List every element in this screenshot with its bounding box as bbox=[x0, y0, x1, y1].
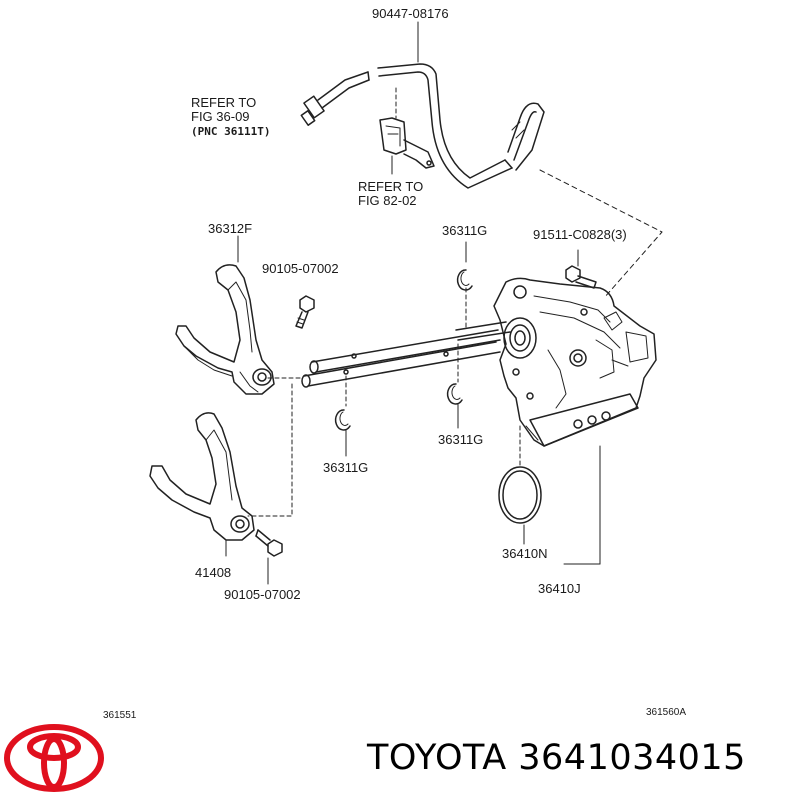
label-refer-fig36-line1: REFER TO bbox=[191, 95, 257, 110]
label-snap-ring-left: 36311G bbox=[323, 460, 369, 475]
label-refer-fig82-line2: FIG 82-02 bbox=[358, 193, 417, 208]
label-hose-part: 90447-08176 bbox=[372, 6, 449, 21]
snap-ring-right bbox=[446, 343, 463, 429]
shift-shafts bbox=[247, 321, 511, 517]
label-snap-ring-right: 36311G bbox=[438, 432, 484, 447]
snap-ring-top bbox=[456, 241, 473, 331]
actuator-assembly bbox=[493, 249, 657, 447]
o-ring bbox=[498, 425, 542, 524]
bolt-lower bbox=[255, 529, 283, 585]
label-ref-left: 361551 bbox=[103, 710, 137, 721]
toyota-logo-icon bbox=[4, 724, 104, 792]
callout-bracket bbox=[523, 445, 601, 565]
label-snap-ring-top: 36311G bbox=[442, 223, 488, 238]
label-fork-upper: 36312F bbox=[208, 221, 253, 236]
label-bolt-upper: 90105-07002 bbox=[262, 261, 339, 276]
label-fork-lower: 41408 bbox=[195, 565, 232, 580]
bolt-upper bbox=[295, 295, 315, 329]
snap-ring-left bbox=[334, 375, 351, 457]
label-bolt-lower: 90105-07002 bbox=[224, 587, 301, 602]
label-actuator: 36410J bbox=[538, 581, 581, 596]
label-bolt-actuator: 91511-C0828(3) bbox=[533, 227, 627, 242]
label-o-ring: 36410N bbox=[502, 546, 548, 561]
label-refer-fig36-line2: FIG 36-09 bbox=[191, 109, 250, 124]
shift-fork-upper bbox=[175, 235, 275, 395]
label-refer-fig82-line1: REFER TO bbox=[358, 179, 424, 194]
shift-fork-lower bbox=[149, 412, 255, 557]
hose-assembly bbox=[300, 21, 663, 299]
label-refer-fig36-pnc: (PNC 36111T) bbox=[191, 125, 271, 138]
brand-part-number: TOYOTA 3641034015 bbox=[367, 738, 746, 778]
label-ref-right: 361560A bbox=[646, 707, 687, 718]
